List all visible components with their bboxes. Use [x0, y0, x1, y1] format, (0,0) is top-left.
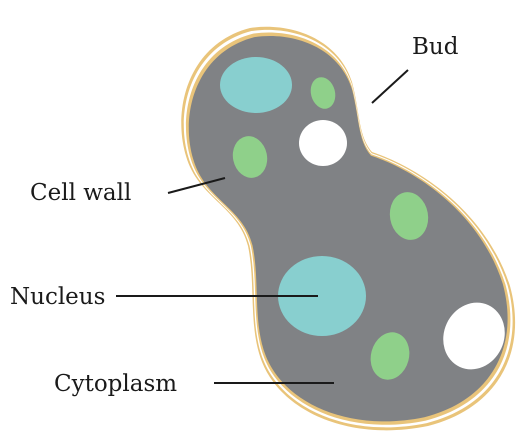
cell-wall-label: Cell wall [30, 180, 131, 206]
nucleus-bud [220, 57, 292, 113]
vacuole-bud [299, 120, 347, 166]
nucleus-label: Nucleus [10, 284, 105, 310]
cytoplasm-label: Cytoplasm [54, 371, 177, 397]
bud-label: Bud [412, 34, 459, 60]
bud-leader-line [372, 70, 408, 103]
